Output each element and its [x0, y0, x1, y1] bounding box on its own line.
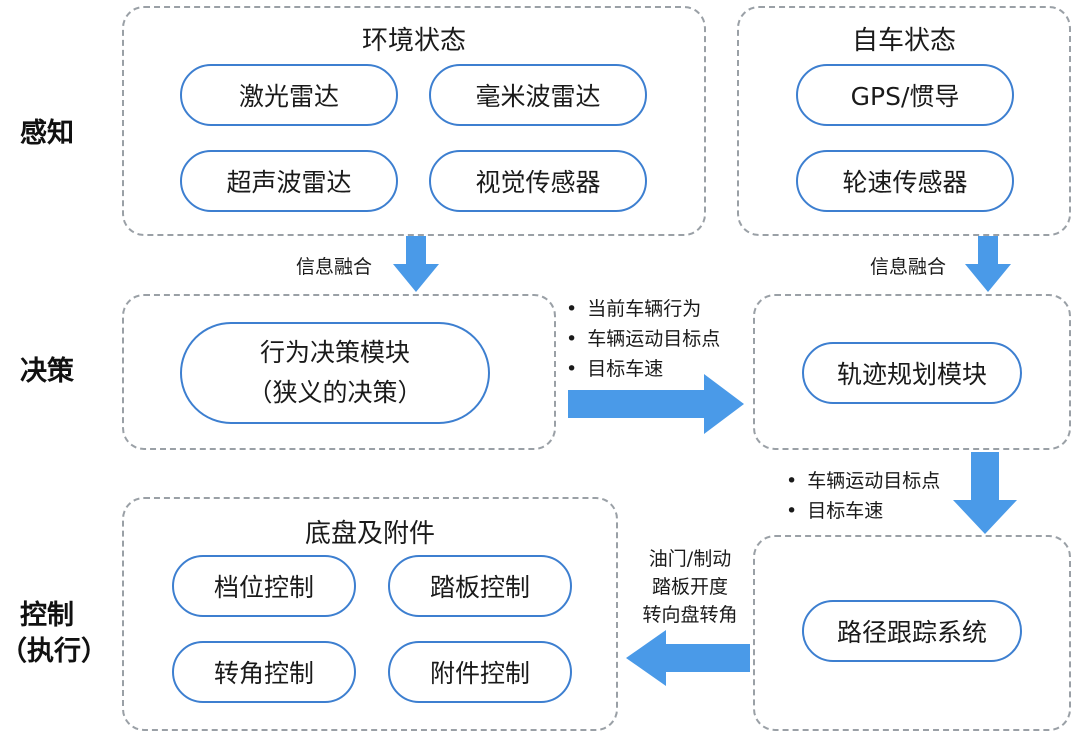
decision-output-list: 当前车辆行为 车辆运动目标点 目标车速	[566, 294, 720, 384]
behavior-decision-module: 行为决策模块 （狭义的决策）	[180, 322, 490, 424]
pedal-control-node: 踏板控制	[388, 555, 572, 617]
fusion-label-right: 信息融合	[870, 256, 947, 278]
environment-state-title: 环境状态	[361, 26, 466, 56]
decision-output-item: 车辆运动目标点	[566, 324, 720, 354]
decision-output-item: 目标车速	[566, 354, 720, 384]
tracking-to-chassis-arrow	[626, 630, 750, 686]
planning-to-tracking-arrow	[953, 452, 1017, 534]
chassis-panel: 底盘及附件	[122, 497, 618, 731]
fusion-arrow-right	[965, 236, 1011, 292]
vision-sensor-node: 视觉传感器	[429, 150, 647, 212]
wheel-speed-sensor-node: 轮速传感器	[796, 150, 1014, 212]
fusion-label-left: 信息融合	[296, 256, 373, 278]
planning-output-item: 车辆运动目标点	[786, 466, 940, 496]
mmwave-radar-node: 毫米波雷达	[429, 64, 647, 126]
planning-output-list: 车辆运动目标点 目标车速	[786, 466, 940, 526]
row-label-control: 控制	[20, 600, 74, 631]
lidar-node: 激光雷达	[180, 64, 398, 126]
ultrasonic-radar-node: 超声波雷达	[180, 150, 398, 212]
ego-state-title: 自车状态	[851, 26, 956, 56]
control-command-pedal: 踏板开度	[651, 576, 728, 598]
path-tracking-system: 路径跟踪系统	[802, 600, 1022, 662]
environment-state-panel: 环境状态	[122, 6, 706, 236]
behavior-decision-panel	[122, 294, 556, 450]
gps-ins-node: GPS/惯导	[796, 64, 1014, 126]
path-tracking-panel	[753, 535, 1071, 731]
control-command-text: 油门/制动 踏板开度 转向盘转角	[628, 545, 752, 629]
chassis-title: 底盘及附件	[304, 519, 435, 549]
behavior-decision-title: 行为决策模块	[259, 338, 410, 367]
accessory-control-node: 附件控制	[388, 641, 572, 703]
control-command-throttle: 油门/制动	[648, 548, 732, 570]
decision-output-item: 当前车辆行为	[566, 294, 720, 324]
row-label-control-exec: （执行）	[0, 636, 108, 667]
row-label-perception: 感知	[20, 118, 74, 149]
behavior-decision-subtitle: （狭义的决策）	[247, 378, 423, 407]
decision-to-planning-arrow	[568, 374, 744, 434]
control-command-steering: 转向盘转角	[642, 604, 738, 626]
row-label-decision: 决策	[20, 356, 74, 387]
trajectory-planning-panel	[753, 294, 1071, 450]
planning-output-item: 目标车速	[786, 496, 940, 526]
trajectory-planning-module: 轨迹规划模块	[802, 342, 1022, 404]
gear-control-node: 档位控制	[172, 555, 356, 617]
fusion-arrow-left	[393, 236, 439, 292]
ego-state-panel: 自车状态	[737, 6, 1071, 236]
steering-control-node: 转角控制	[172, 641, 356, 703]
